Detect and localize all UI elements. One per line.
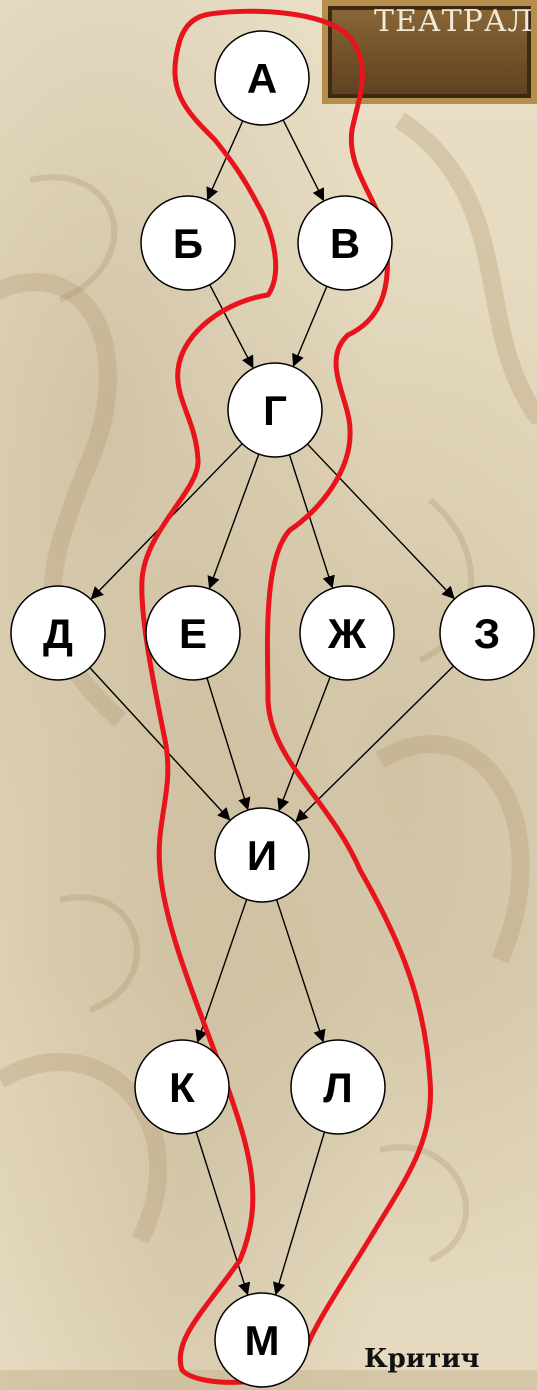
node-label: Ж (327, 610, 367, 657)
edge-z-i (296, 666, 453, 821)
edge-a-v (283, 120, 323, 200)
edge-g-e (210, 454, 259, 588)
graph-node-e: Е (146, 586, 240, 680)
graph-node-k: К (135, 1040, 229, 1134)
graph-node-z: З (440, 586, 534, 680)
edge-g-zh (289, 455, 332, 588)
graph-node-v: В (298, 196, 392, 290)
node-label: К (169, 1064, 195, 1111)
node-label: Д (43, 610, 73, 657)
node-label: И (247, 832, 277, 879)
edge-v-g (294, 286, 327, 365)
node-label: В (330, 220, 360, 267)
node-label: М (245, 1317, 280, 1364)
edge-g-z (307, 444, 454, 598)
node-label: З (474, 610, 500, 657)
edge-k-m (196, 1132, 247, 1294)
graph-node-i: И (215, 808, 309, 902)
node-label: Е (179, 610, 207, 657)
graph-node-l: Л (291, 1040, 385, 1134)
graph-edges (90, 120, 454, 1294)
graph-node-zh: Ж (300, 586, 394, 680)
node-label: Г (263, 387, 287, 434)
edge-l-m (276, 1132, 325, 1294)
node-label: А (247, 55, 277, 102)
edge-a-b (208, 121, 243, 199)
graph-node-m: М (215, 1293, 309, 1387)
edge-e-i (207, 678, 248, 809)
node-label: Л (323, 1064, 352, 1111)
edge-i-l (277, 900, 323, 1042)
graph-node-a: А (215, 31, 309, 125)
slide-caption: Критич (364, 1344, 480, 1374)
graph-node-d: Д (11, 586, 105, 680)
node-label: Б (173, 220, 203, 267)
graph-node-b: Б (141, 196, 235, 290)
edge-b-g (210, 285, 253, 368)
edge-d-i (90, 668, 230, 820)
edge-zh-i (279, 677, 330, 810)
graph-node-g: Г (228, 363, 322, 457)
